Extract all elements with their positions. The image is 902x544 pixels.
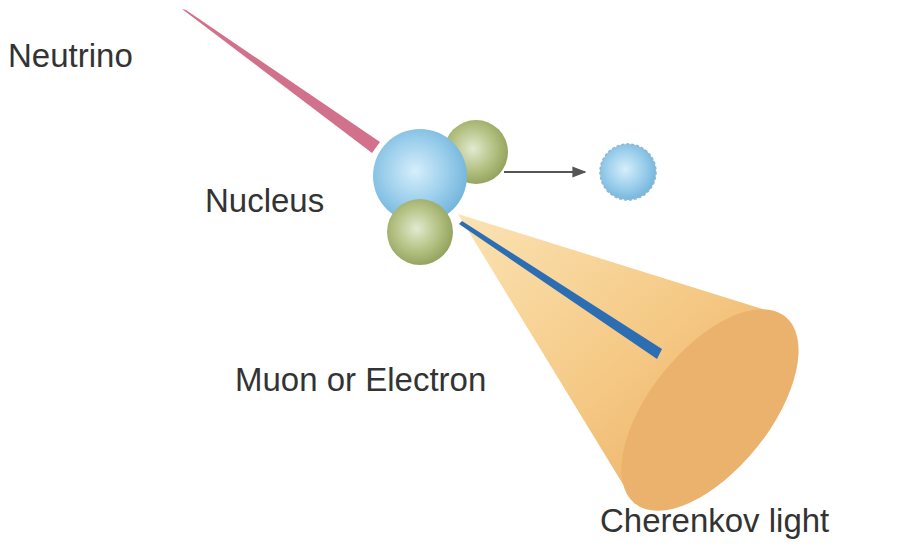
ejected-proton xyxy=(600,144,656,200)
figure-label: Cherenkov light xyxy=(600,503,829,539)
figure-label: Neutrino xyxy=(8,38,133,74)
figure-label: Muon or Electron xyxy=(235,362,486,398)
lepton-track xyxy=(459,221,662,359)
neutron-sphere xyxy=(387,199,453,265)
neutrino-track xyxy=(182,9,380,153)
recoil-arrow xyxy=(504,171,585,173)
figure-label: Nucleus xyxy=(205,183,324,219)
cone-base xyxy=(588,279,832,541)
